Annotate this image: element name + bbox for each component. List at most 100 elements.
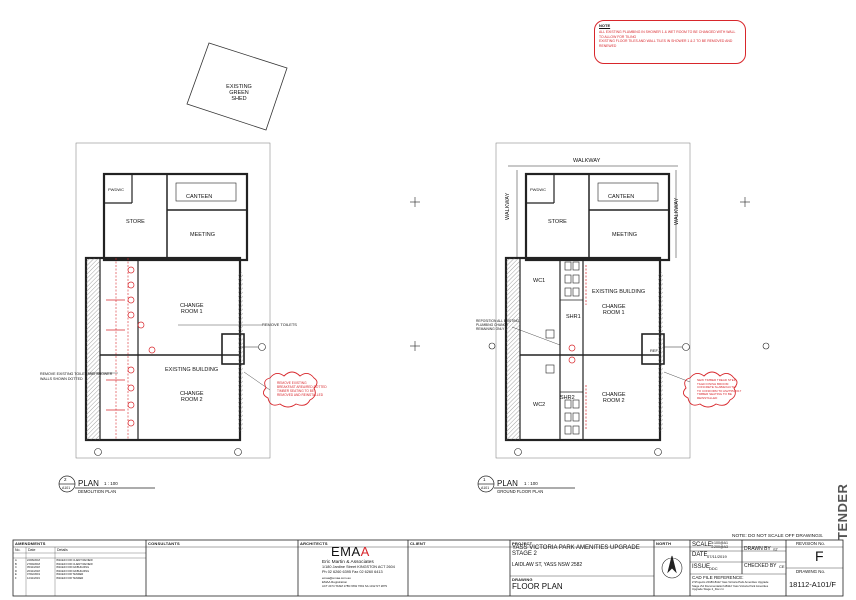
shed-label-line: SHED [231, 96, 247, 102]
room-label-ref: REF [650, 348, 658, 353]
cad-line: Upgrade Stage 2_Doc.rvt [692, 587, 724, 592]
annotation-remove-existing: REMOVE EXISTING TOILET AND SHOWER WALLS … [40, 372, 112, 382]
room-label-shr1: SHR1 [566, 314, 581, 320]
architect-nominee: ACT 2474 TASM 1789 NSW 7691 SA 1312 NT 2… [322, 584, 387, 588]
cad-reference: Z:\Projects 2018\18112 Yass Victoria Par… [692, 580, 769, 592]
room-label-line: ROOM 2 [602, 398, 625, 404]
amend-cell: ISSUED FOR TENDER [56, 576, 84, 580]
drawn-by-value: ST [773, 547, 779, 552]
room-label-line: CHANGE [180, 303, 204, 309]
project-address: LAIDLAW ST, YASS NSW 2582 [512, 562, 583, 568]
drawing-name: FLOOR PLAN [512, 582, 563, 591]
room-label-existing-right: EXISTING BUILDING [592, 289, 646, 295]
left-plan-title: PLAN [78, 479, 99, 488]
consultants-label: CONSULTANTS [148, 541, 180, 546]
right-plan [495, 142, 691, 459]
drawn-by-label: DRAWN BY [744, 546, 771, 552]
room-label-line: CHANGE [602, 304, 626, 310]
cad-label: CAD FILE REFERENCE: [692, 575, 744, 580]
drawing-label: DRAWING [512, 577, 533, 582]
gridline-markers [410, 197, 750, 351]
amend-cell: 07/02/2019 [27, 573, 40, 577]
left-cloud-text: REMOVE EXISTING BREAKFAST AREA/RED DOTTE… [277, 381, 327, 397]
left-plan-subtitle: DEMOLITION PLAN [78, 489, 117, 494]
amend-cell: 12/11/2019 [27, 576, 40, 580]
annotation-line: PLUMBING CHANGE [476, 323, 509, 327]
note-callout: NOTE ALL EXISTING PLUMBING IN SHOWER 1 &… [594, 20, 746, 64]
amend-cell: 27/09/2018 [27, 562, 40, 566]
amend-cell: 22/08/2018 [27, 559, 40, 562]
amend-header-details: Details [57, 548, 68, 552]
shed-label-line: GREEN [229, 90, 249, 96]
architect-registration: EMAA Registration [322, 580, 348, 584]
scale-value: 1:200@A3 [711, 545, 729, 550]
checked-by-label: CHECKED BY [744, 563, 777, 569]
right-cloud-note [683, 371, 738, 408]
amend-cell: 05/11/2018 [27, 566, 40, 570]
cad-line: Z:\Projects 2018\18112 Yass Victoria Par… [692, 580, 769, 584]
annotation-line: REPOSITION ALL EXISTING [476, 319, 520, 323]
issue-value: DDC [709, 566, 718, 571]
existing-shed [186, 42, 288, 131]
architects-label: ARCHITECTS [300, 541, 328, 546]
right-fixtures [545, 261, 580, 435]
project-name: YASS VICTORIA PARK AMENITIES UPGRADE [512, 545, 640, 551]
room-label-line: ROOM 1 [180, 309, 203, 315]
annotation-line: REMOVE EXISTING TOILET AND SHOWER [40, 372, 113, 376]
cloud-line: BREAKFAST AREA/RED DOTTED [277, 385, 327, 389]
date-label: DATE [692, 552, 708, 558]
architect-firm: Eric Martin & Associates [322, 560, 374, 565]
annotation-remove-toilets: REMOVE TOILETS [262, 322, 297, 327]
shed-label: EXISTING GREEN SHED [221, 84, 257, 102]
scale-label: SCALE: [692, 542, 714, 548]
plan-title-symbols [58, 475, 575, 493]
scale-value: 1:100@A1 [711, 541, 729, 545]
north-label: NORTH [656, 541, 672, 546]
cloud-line: TIMBER SEATING TO BE [697, 392, 732, 397]
room-label-change2: CHANGE ROOM 2 [180, 391, 204, 403]
note-line: TO ALLOW FOR TILING [599, 34, 637, 39]
amend-cell: F [15, 576, 17, 580]
right-section-markers [488, 342, 770, 456]
room-label-store: STORE [126, 219, 145, 225]
cloud-line: TIMBER SEATING TO BE [277, 389, 315, 393]
drawing-no-value: 18112-A101/F [789, 580, 836, 589]
amend-cell: ISSUED FOR DA/BUILDING [56, 566, 90, 570]
annotation-line: REMAINING ONLY [476, 327, 505, 331]
room-label-line: ROOM 2 [180, 397, 203, 403]
room-label-wc2: WC2 [533, 402, 546, 408]
left-plan-number: 2 [64, 477, 67, 482]
architect-email: emaa@emaa.com.au [322, 576, 351, 580]
note-title: NOTE [599, 23, 611, 28]
room-label-line: CHANGE [602, 392, 626, 398]
project-label: PROJECT [512, 541, 533, 546]
scale-values: 1:100@A1 1:200@A3 [711, 541, 728, 549]
amend-cell: ISSUED FOR DA/BUILDING [56, 569, 90, 573]
room-label-change2-right: CHANGE ROOM 2 [602, 392, 626, 404]
right-plan-title: PLAN [497, 479, 518, 488]
architect-phone: Ph 02 6260 6395 Fax 02 6260 6413 [322, 570, 383, 574]
amend-cell: E [15, 573, 17, 577]
annotation-line: WALLS SHOWN DOTTED [40, 377, 83, 381]
do-not-scale-note: NOTE: DO NOT SCALE OFF DRAWINGS. [732, 534, 824, 539]
amend-header-date: Date [28, 548, 36, 552]
project-stage: STAGE 2 [512, 551, 537, 557]
room-label-line: ROOM 1 [602, 310, 625, 316]
right-plan-scale: 1 : 100 [524, 481, 538, 486]
left-section-markers [94, 343, 266, 456]
annotation-reposition: REPOSITION ALL EXISTING PLUMBING CHANGE … [476, 319, 519, 331]
cloud-line: TILED FINISH BROOM [697, 381, 729, 386]
checked-by-value: CE [779, 564, 785, 569]
cloud-line: REMOVE EXISTING [277, 381, 307, 385]
room-label-change1: CHANGE ROOM 1 [180, 303, 204, 315]
shed-label-line: EXISTING [226, 84, 252, 90]
cloud-line: NEW TIMBER TREAD STEP, [697, 378, 737, 382]
amend-cell: A [15, 559, 17, 562]
cloud-line: REINSTALLED [697, 395, 718, 400]
left-cloud-note [263, 371, 318, 408]
cloud-line: TO CONFORM TO AS2755-2017 [697, 388, 742, 393]
title-block-frame [12, 539, 844, 597]
date-value: 07/11/2019 [707, 554, 727, 559]
